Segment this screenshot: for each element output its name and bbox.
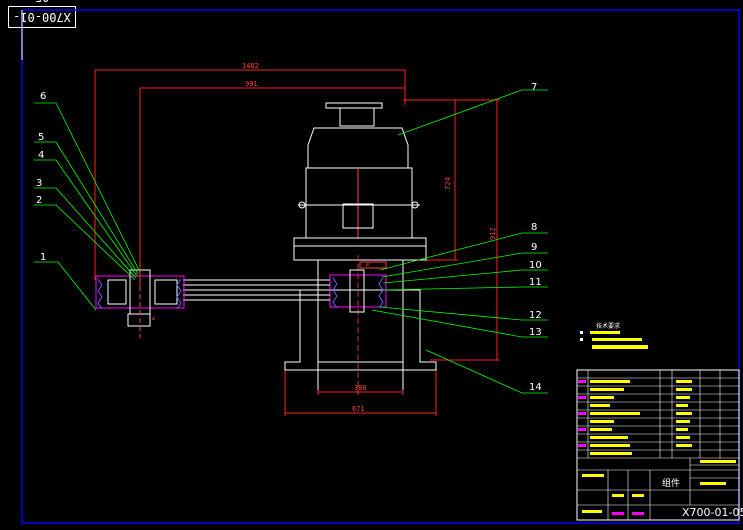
- dimension-top-inner: 991: [245, 80, 258, 88]
- balloon-2: 2: [36, 195, 42, 206]
- leader-lines: [34, 89, 548, 394]
- dimension-right-vertical: 724: [444, 177, 452, 190]
- dimension-right-outer: 912: [489, 227, 497, 240]
- balloon-13: 13: [529, 327, 542, 338]
- shaft-lines: [183, 279, 330, 301]
- motor-assembly: [284, 102, 437, 390]
- balloon-3: 3: [36, 178, 42, 189]
- balloon-8: 8: [531, 222, 537, 233]
- svg-text:ø: ø: [152, 316, 155, 322]
- title-block-drawing-code: X700-01-05: [682, 506, 743, 519]
- right-coupling: ø: [329, 261, 387, 313]
- drawing-border: [21, 9, 740, 524]
- technical-notes: 技术要求: [580, 322, 648, 349]
- balloon-4: 4: [38, 150, 44, 161]
- dimension-top-overall: 1482: [242, 62, 259, 70]
- balloon-11: 11: [529, 277, 542, 288]
- balloon-6: 6: [40, 91, 46, 102]
- svg-text:ø: ø: [366, 262, 369, 268]
- dimension-base-inner: 386: [354, 384, 367, 392]
- dimension-base-outer: 671: [352, 405, 365, 413]
- dimension-lines: [94, 69, 500, 416]
- balloon-7: 7: [531, 82, 537, 93]
- title-block-assembly-label: 组件: [662, 477, 680, 489]
- balloon-14: 14: [529, 382, 542, 393]
- tech-notes-heading: 技术要求: [596, 322, 620, 330]
- title-block: 组件 X700-01-05: [576, 369, 743, 521]
- left-coupling: ø: [95, 262, 185, 338]
- balloon-12: 12: [529, 310, 542, 321]
- balloon-5: 5: [38, 132, 44, 143]
- balloon-9: 9: [531, 242, 537, 253]
- balloon-10: 10: [529, 260, 542, 271]
- balloon-1: 1: [40, 252, 46, 263]
